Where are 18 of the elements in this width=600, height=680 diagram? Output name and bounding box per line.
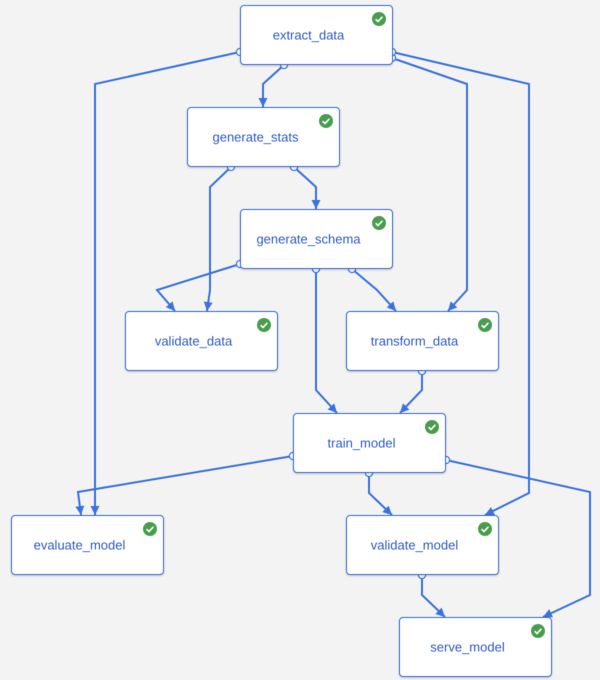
process-box bbox=[346, 515, 499, 575]
process-box bbox=[240, 209, 393, 269]
process-box bbox=[346, 311, 499, 371]
process-box bbox=[125, 311, 278, 371]
node-label: validate_model bbox=[370, 538, 460, 552]
process-box bbox=[240, 5, 393, 65]
node-label: extract_data bbox=[272, 28, 346, 42]
process-box bbox=[293, 413, 446, 473]
node-label: evaluate_model bbox=[32, 538, 126, 552]
node-label: serve_model bbox=[429, 640, 506, 654]
node-label: generate_schema bbox=[255, 232, 362, 246]
node-label: transform_data bbox=[370, 334, 460, 348]
node-label: generate_stats bbox=[211, 130, 300, 144]
process-box bbox=[399, 617, 552, 677]
process-box bbox=[11, 515, 164, 575]
process-box bbox=[187, 107, 340, 167]
node-label: train_model bbox=[326, 436, 396, 450]
node-label: validate_data bbox=[154, 334, 234, 348]
